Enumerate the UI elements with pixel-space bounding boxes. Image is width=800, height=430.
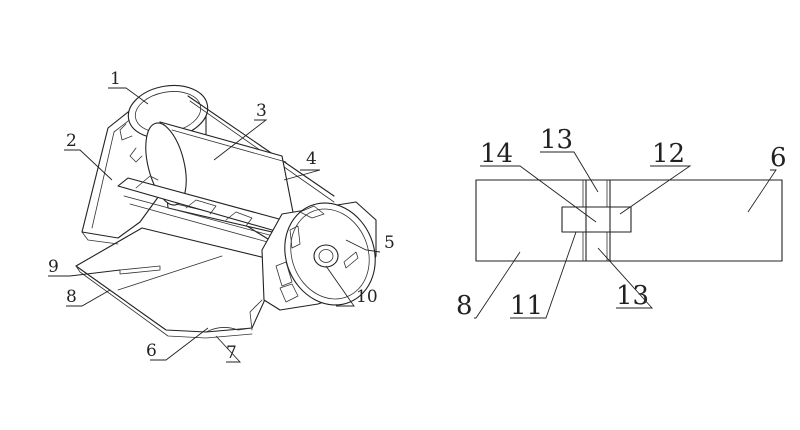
plate-slot-9	[119, 265, 161, 275]
label-3: 3	[256, 101, 267, 121]
label-4: 4	[306, 149, 317, 169]
label-2: 2	[66, 131, 77, 151]
left-leaders	[48, 87, 381, 363]
label-14: 14	[480, 139, 513, 169]
base-plate-fold-line	[117, 255, 223, 291]
label-9: 9	[48, 257, 59, 277]
perspective-view	[75, 84, 377, 339]
knob	[313, 244, 339, 268]
label-8-plan: 8	[456, 291, 473, 321]
label-11: 11	[510, 291, 543, 321]
right-leaders	[474, 151, 777, 319]
right-labels: 14 13 12 6 8 11 13	[456, 125, 787, 321]
label-5: 5	[384, 233, 395, 253]
label-10: 10	[356, 287, 378, 307]
plan-view	[475, 179, 783, 262]
panel-8-outline	[475, 179, 783, 262]
label-6: 6	[146, 341, 157, 361]
label-1: 1	[110, 69, 121, 89]
label-13-bottom: 13	[616, 281, 649, 311]
label-12: 12	[652, 139, 685, 169]
label-8: 8	[66, 287, 77, 307]
base-plate	[75, 227, 283, 333]
left-labels: 1 2 3 4 5 9 8 10 6 7	[48, 69, 395, 363]
label-6-plan: 6	[770, 143, 787, 173]
label-7: 7	[226, 343, 237, 363]
label-13-top: 13	[540, 125, 573, 155]
tie-rod-upper	[187, 95, 335, 197]
